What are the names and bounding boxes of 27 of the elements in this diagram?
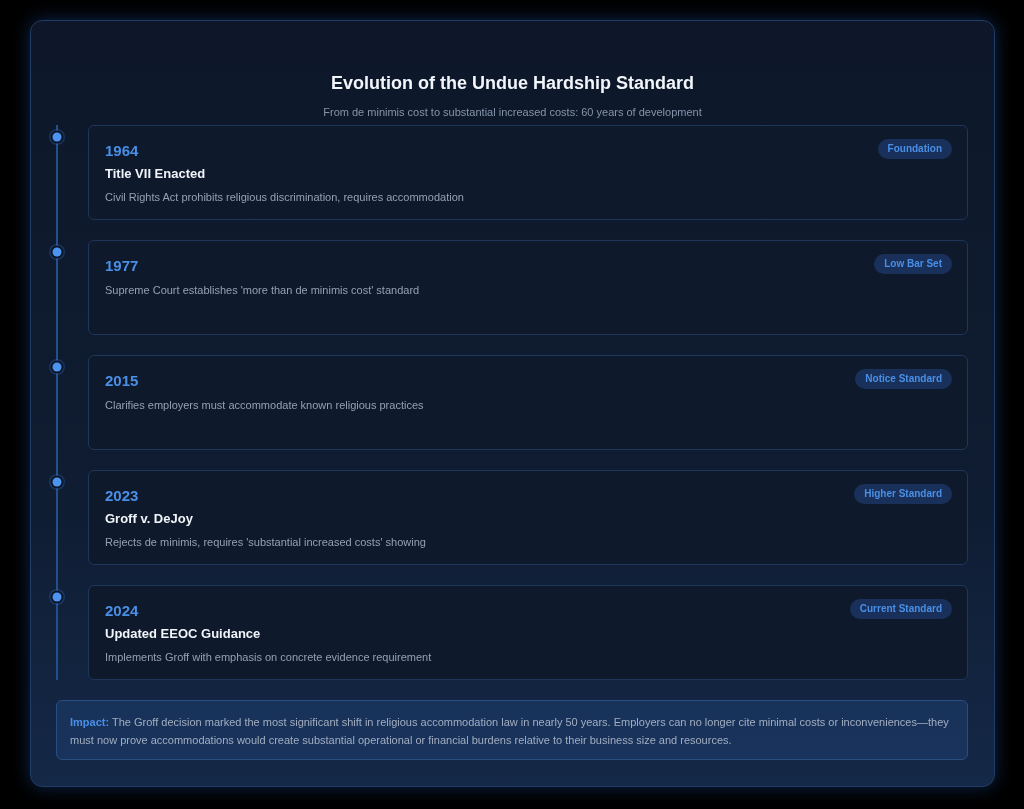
category-tag: Low Bar Set	[874, 254, 952, 274]
impact-text: Impact: The Groff decision marked the most significant shift in religious accommodation law in nearly 50 years. Employers can no longer cite minimal costs or inconveniences—they must now prove accommodations would create substantial operational or financial burdens relative to their business size and resources.	[70, 715, 950, 748]
category-tag: Foundation	[877, 139, 952, 159]
year-label: 2015	[105, 372, 139, 390]
category-tag: Higher Standard	[854, 484, 952, 504]
year-label: 2024	[105, 602, 139, 620]
event-card	[88, 355, 968, 450]
event-card	[88, 585, 968, 680]
callout-box	[56, 700, 968, 760]
year-label: 2023	[105, 487, 139, 505]
event-description: Implements Groff with emphasis on concrete evidence requirement	[105, 650, 432, 665]
event-card	[88, 240, 968, 335]
event-title: Title VII Enacted	[105, 165, 206, 182]
event-card	[88, 470, 968, 565]
event-description: Clarifies employers must accommodate known religious practices	[105, 398, 424, 413]
category-tag: Notice Standard	[855, 369, 952, 389]
year-label: 1977	[105, 257, 139, 275]
event-title: Groff v. DeJoy	[105, 510, 193, 527]
event-description: Rejects de minimis, requires 'substantial increased costs' showing	[105, 535, 426, 550]
year-label: 1964	[105, 142, 139, 160]
category-tag: Current Standard	[849, 599, 952, 619]
event-card	[88, 125, 968, 220]
event-description: Civil Rights Act prohibits religious discrimination, requires accommodation	[105, 190, 464, 205]
subtitle: From de minimis cost to substantial increased costs: 60 years of development	[322, 105, 703, 119]
event-title: Updated EEOC Guidance	[105, 625, 261, 642]
event-description: Supreme Court establishes 'more than de minimis cost' standard	[105, 283, 420, 298]
diagram-title: Evolution of the Undue Hardship Standard	[330, 72, 695, 94]
